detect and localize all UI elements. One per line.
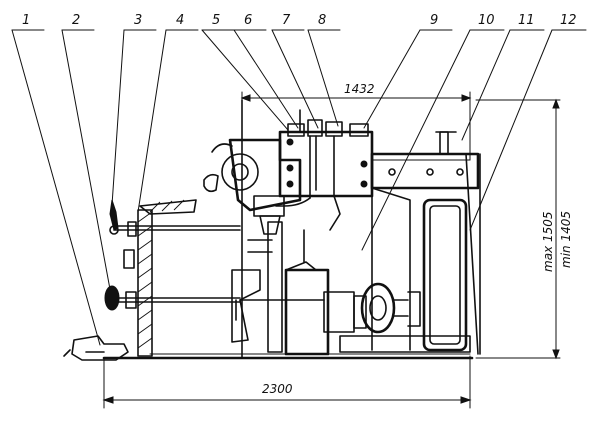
valve-block xyxy=(275,109,374,231)
dimension-height: max 1505 min 1405 xyxy=(475,98,573,360)
right-cabinet xyxy=(371,187,468,352)
dimension-bottom: 2300 xyxy=(102,355,472,409)
callout-3: 3 xyxy=(134,13,142,28)
callout-2: 2 xyxy=(72,13,80,28)
callout-8: 8 xyxy=(318,13,326,28)
dimension-2300-label: 2300 xyxy=(262,382,293,396)
central-column xyxy=(231,221,283,353)
motor-assembly xyxy=(239,229,421,356)
dimension-height-max-label: max 1505 xyxy=(541,212,555,273)
dimension-top: 1432 xyxy=(240,82,472,161)
callout-labels: 1 2 3 4 5 6 7 8 9 10 11 12 xyxy=(11,13,587,31)
callout-9: 9 xyxy=(430,13,438,28)
upper-beam xyxy=(370,131,481,355)
callout-1: 1 xyxy=(22,13,30,28)
dimension-height-min-label: min 1405 xyxy=(559,211,573,268)
callout-10: 10 xyxy=(478,13,495,28)
spindle-housing xyxy=(203,138,302,235)
dimension-1432-label: 1432 xyxy=(344,82,375,96)
callout-5: 5 xyxy=(212,13,220,28)
callout-6: 6 xyxy=(244,13,252,28)
left-wall xyxy=(137,199,197,357)
callout-4: 4 xyxy=(176,13,184,28)
callout-12: 12 xyxy=(560,13,577,28)
callout-7: 7 xyxy=(282,13,291,28)
callout-11: 11 xyxy=(518,13,535,28)
control-handles xyxy=(63,199,241,361)
